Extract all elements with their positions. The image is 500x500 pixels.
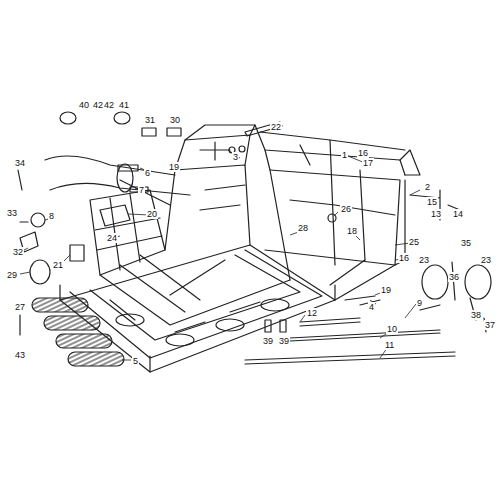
callout-number: 10 <box>386 324 398 334</box>
callout-number: 38 <box>470 310 482 320</box>
callout-number: 12 <box>306 308 318 318</box>
callout-number: 41 <box>118 100 130 110</box>
callout-number: 11 <box>384 340 395 350</box>
callout-number: 26 <box>340 204 352 214</box>
callout-number: 35 <box>460 238 472 248</box>
callout-number: 16 <box>398 253 410 263</box>
callout-number: 23 <box>418 255 430 265</box>
callout-number: 19 <box>380 285 392 295</box>
callout-number: 18 <box>346 226 358 236</box>
callout-number: 31 <box>144 115 156 125</box>
callout-number: 3 <box>232 152 239 162</box>
callout-number: 37 <box>484 320 496 330</box>
callout-number: 39 <box>262 336 274 346</box>
callout-number: 21 <box>52 260 64 270</box>
callout-number: 29 <box>6 270 18 280</box>
callout-number: 13 <box>430 209 442 219</box>
callout-number: 40 <box>78 100 90 110</box>
callout-number: 4 <box>368 302 375 312</box>
callout-number: 33 <box>6 208 18 218</box>
callout-number: 16 <box>357 148 369 158</box>
callout-number: 23 <box>480 255 492 265</box>
callout-number: 24 <box>106 233 118 243</box>
callout-number: 39 <box>278 336 290 346</box>
callout-number: 19 <box>168 162 180 172</box>
callout-number: 15 <box>426 197 438 207</box>
callout-number: 6 <box>144 168 151 178</box>
callout-number: 34 <box>14 158 26 168</box>
callout-number: 30 <box>169 115 181 125</box>
callout-number: 25 <box>408 237 420 247</box>
callout-number: 43 <box>14 350 26 360</box>
callout-number: 8 <box>48 211 55 221</box>
callout-number: 36 <box>448 272 460 282</box>
callout-number: 27 <box>14 302 26 312</box>
callout-number: 32 <box>12 247 24 257</box>
callout-number: 2 <box>424 182 431 192</box>
callout-number: 20 <box>146 209 158 219</box>
callout-number: 9 <box>416 298 423 308</box>
callout-number: 7 <box>138 185 145 195</box>
callout-number: 1 <box>341 150 348 160</box>
callout-number: 5 <box>132 356 139 366</box>
callout-number: 17 <box>362 158 374 168</box>
callout-number: 22 <box>270 122 282 132</box>
callout-number: 42 <box>103 100 115 110</box>
callout-number: 14 <box>452 209 464 219</box>
callout-number: 28 <box>297 223 309 233</box>
